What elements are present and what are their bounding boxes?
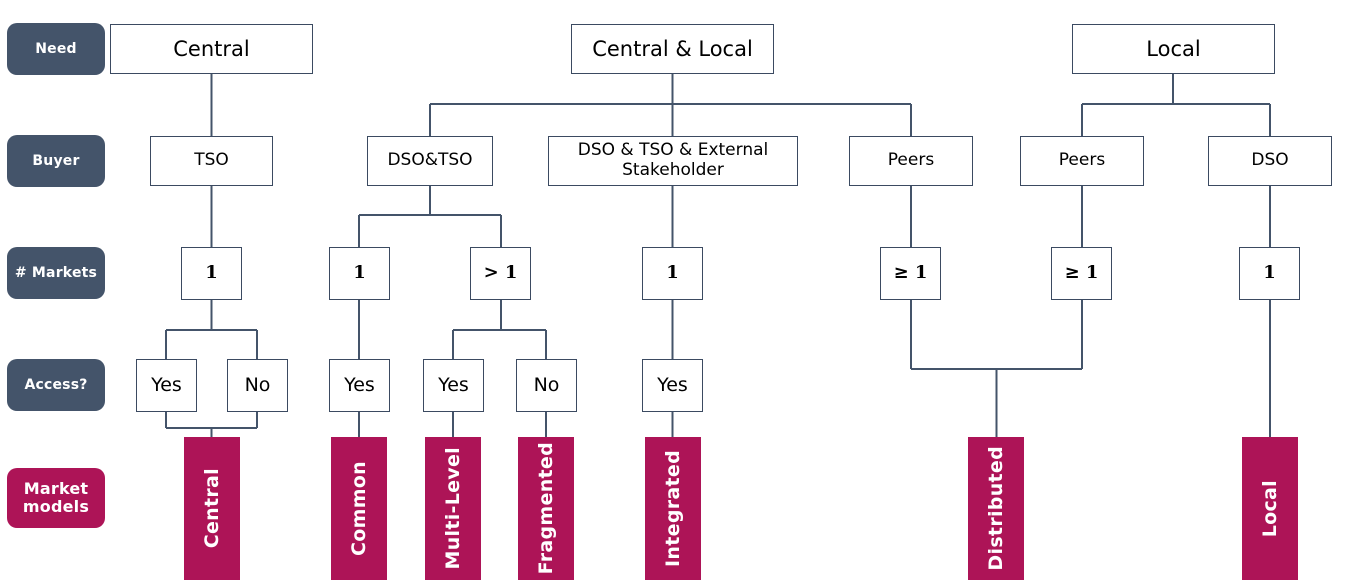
row-label-market-models: Market models [7, 468, 105, 528]
buyer-node-dso-tso[interactable]: DSO&TSO [367, 136, 493, 186]
markets-node-dsotso-one-label: 1 [353, 262, 366, 284]
market-model-distributed-label: Distributed [985, 446, 1007, 571]
markets-node-dsotso-gt-one[interactable]: > 1 [470, 247, 531, 300]
need-node-local[interactable]: Local [1072, 24, 1275, 74]
markets-node-dso-one[interactable]: 1 [1239, 247, 1300, 300]
access-node-central-yes[interactable]: Yes [136, 359, 197, 412]
market-model-local-label: Local [1259, 479, 1281, 538]
market-model-integrated[interactable]: Integrated [645, 437, 701, 580]
row-label-market-models-text: Market models [22, 478, 90, 516]
row-label-markets: # Markets [7, 247, 105, 299]
market-model-integrated-label: Integrated [662, 450, 684, 567]
buyer-node-peers-local[interactable]: Peers [1020, 136, 1144, 186]
access-node-central-no-label: No [244, 373, 271, 396]
need-node-central-local-label: Central & Local [592, 36, 753, 61]
markets-node-tso-one[interactable]: 1 [181, 247, 242, 300]
markets-node-peers-central-local-ge-one-label: ≥ 1 [893, 262, 928, 284]
market-model-fragmented[interactable]: Fragmented [518, 437, 574, 580]
row-label-access: Access? [7, 359, 105, 411]
market-model-multi-level-label: Multi-Level [442, 447, 464, 570]
access-node-multilevel-yes-label: Yes [438, 373, 469, 396]
market-model-common[interactable]: Common [331, 437, 387, 580]
need-node-local-label: Local [1146, 36, 1201, 61]
buyer-node-dso[interactable]: DSO [1208, 136, 1332, 186]
buyer-node-peers-central-local[interactable]: Peers [849, 136, 973, 186]
market-model-central[interactable]: Central [184, 437, 240, 580]
buyer-node-peers-local-label: Peers [1058, 150, 1106, 171]
access-node-central-yes-label: Yes [151, 373, 182, 396]
access-node-integrated-yes[interactable]: Yes [642, 359, 703, 412]
row-label-markets-text: # Markets [14, 264, 98, 281]
row-label-need-text: Need [35, 40, 77, 57]
buyer-node-dso-tso-external[interactable]: DSO & TSO & External Stakeholder [548, 136, 798, 186]
buyer-node-tso-label: TSO [194, 150, 229, 171]
access-node-fragmented-no-label: No [533, 373, 560, 396]
markets-node-external-one[interactable]: 1 [642, 247, 703, 300]
buyer-node-peers-central-local-label: Peers [887, 150, 935, 171]
row-label-need: Need [7, 23, 105, 75]
access-node-central-no[interactable]: No [227, 359, 288, 412]
need-node-central-local[interactable]: Central & Local [571, 24, 774, 74]
markets-node-dso-one-label: 1 [1263, 262, 1276, 284]
need-node-central-label: Central [173, 36, 250, 61]
buyer-node-dso-tso-label: DSO&TSO [387, 150, 473, 171]
market-model-multi-level[interactable]: Multi-Level [425, 437, 481, 580]
markets-node-dsotso-one[interactable]: 1 [329, 247, 390, 300]
access-node-multilevel-yes[interactable]: Yes [423, 359, 484, 412]
access-node-fragmented-no[interactable]: No [516, 359, 577, 412]
buyer-node-tso[interactable]: TSO [150, 136, 273, 186]
market-model-local[interactable]: Local [1242, 437, 1298, 580]
markets-node-peers-central-local-ge-one[interactable]: ≥ 1 [880, 247, 941, 300]
markets-node-peers-local-ge-one-label: ≥ 1 [1064, 262, 1099, 284]
markets-node-external-one-label: 1 [666, 262, 679, 284]
access-node-integrated-yes-label: Yes [657, 373, 688, 396]
market-model-common-label: Common [348, 461, 370, 556]
access-node-common-yes-label: Yes [344, 373, 375, 396]
market-model-central-label: Central [201, 468, 223, 549]
row-label-buyer: Buyer [7, 135, 105, 187]
buyer-node-dso-label: DSO [1251, 150, 1289, 171]
markets-node-tso-one-label: 1 [205, 262, 218, 284]
market-model-distributed[interactable]: Distributed [968, 437, 1024, 580]
markets-node-dsotso-gt-one-label: > 1 [483, 262, 518, 284]
access-node-common-yes[interactable]: Yes [329, 359, 390, 412]
need-node-central[interactable]: Central [110, 24, 313, 74]
row-label-buyer-text: Buyer [32, 152, 80, 169]
market-model-fragmented-label: Fragmented [535, 442, 557, 575]
markets-node-peers-local-ge-one[interactable]: ≥ 1 [1051, 247, 1112, 300]
buyer-node-dso-tso-external-label: DSO & TSO & External Stakeholder [577, 140, 769, 180]
row-label-access-text: Access? [24, 376, 88, 393]
